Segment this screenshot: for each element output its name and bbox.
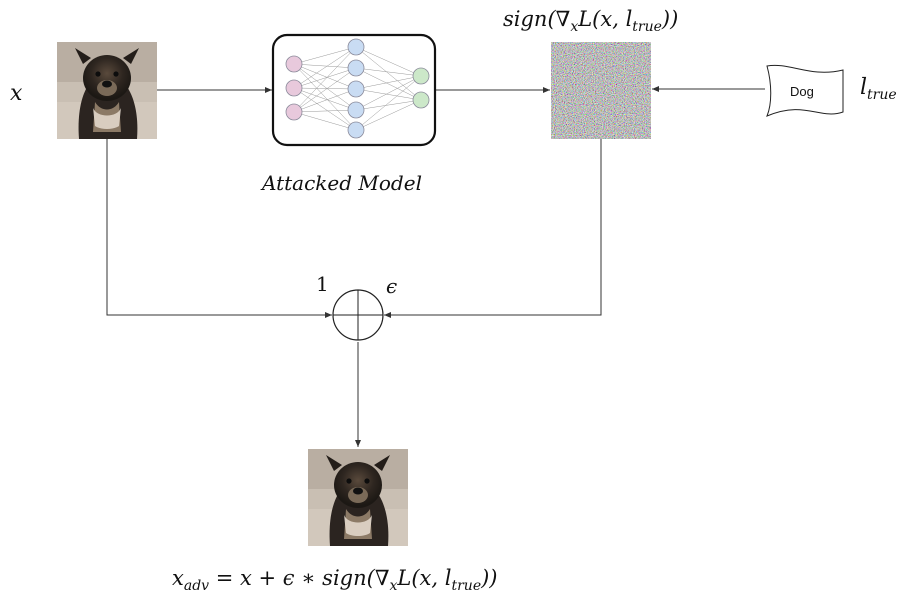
network-edge xyxy=(355,75,422,90)
network-edge xyxy=(293,111,357,131)
attacked-model-box xyxy=(271,33,437,147)
network-edge xyxy=(355,99,422,111)
output-node xyxy=(412,67,430,85)
edge-gradient-to-sum xyxy=(384,139,602,318)
weight-one-label: 1 xyxy=(316,272,329,296)
adversarial-dog-image xyxy=(308,449,408,546)
network-edge xyxy=(293,87,357,90)
network-edges xyxy=(293,46,422,131)
network-edge xyxy=(355,67,422,77)
network-edge xyxy=(355,99,422,131)
network-edge xyxy=(293,63,357,69)
network-edge xyxy=(293,63,357,131)
network-edge xyxy=(293,88,357,113)
attacked-model-label: Attacked Model xyxy=(260,171,422,195)
weight-epsilon-label: ϵ xyxy=(386,274,397,298)
network-edge xyxy=(293,67,357,113)
network-edge xyxy=(293,46,357,65)
input-node xyxy=(285,79,303,97)
hidden-node xyxy=(347,101,365,119)
network-edge xyxy=(293,46,357,113)
document-dog-text: Dog xyxy=(790,84,814,99)
hidden-node xyxy=(347,121,365,139)
sum-node xyxy=(332,289,384,341)
network-edge xyxy=(293,46,357,89)
network-edge xyxy=(355,88,422,101)
network-edge xyxy=(355,67,422,101)
network-edge xyxy=(355,46,422,101)
true-label-document: Dog xyxy=(766,64,844,117)
network-edge xyxy=(355,46,422,77)
input-node xyxy=(285,55,303,73)
gradient-noise-image xyxy=(551,42,651,139)
hidden-node xyxy=(347,59,365,77)
gradient-sign-label: sign(∇xL(x, ltrue)) xyxy=(503,7,678,35)
input-node xyxy=(285,103,303,121)
network-edge xyxy=(293,63,357,111)
network-edge xyxy=(293,67,357,89)
network-edge xyxy=(355,75,422,131)
edge-x-to-sum xyxy=(106,139,332,318)
l-true-label: ltrue xyxy=(860,75,897,103)
hidden-node xyxy=(347,38,365,56)
network-edge xyxy=(293,63,357,90)
network-edge xyxy=(293,87,357,111)
network-edge xyxy=(355,75,422,111)
output-node xyxy=(412,91,430,109)
input-dog-image xyxy=(57,42,157,139)
network-edge xyxy=(293,109,357,113)
network-nodes xyxy=(285,38,430,139)
hidden-node xyxy=(347,80,365,98)
input-x-label: x xyxy=(10,81,23,106)
result-formula-label: xadv = x + ϵ ∗ sign(∇xL(x, ltrue)) xyxy=(172,566,498,594)
network-edge xyxy=(293,87,357,131)
